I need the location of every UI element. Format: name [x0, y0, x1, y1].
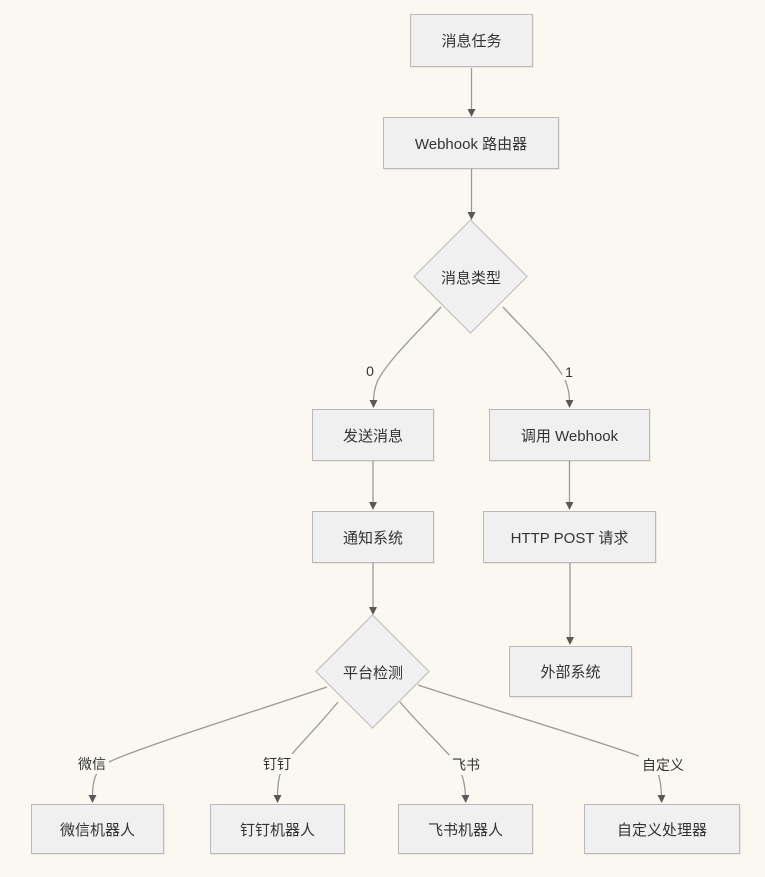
node-dingtalk-bot: 钉钉机器人 — [210, 804, 345, 854]
node-notify-system: 通知系统 — [312, 511, 434, 563]
node-send-msg: 发送消息 — [312, 409, 434, 461]
node-http-post-label: HTTP POST 请求 — [510, 529, 629, 547]
node-feishu-bot: 飞书机器人 — [398, 804, 533, 854]
node-platform-detect-label: 平台检测 — [342, 664, 403, 682]
node-call-webhook-label: 调用 Webhook — [520, 427, 619, 445]
node-wechat-bot-label: 微信机器人 — [59, 821, 135, 839]
node-external-system: 外部系统 — [509, 646, 632, 697]
edge-platform-detect-to-custom-handler — [417, 684, 666, 803]
node-http-post: HTTP POST 请求 — [483, 511, 656, 563]
edge-msg-type-to-send-msg — [369, 306, 442, 408]
node-webhook-router-label: Webhook 路由器 — [414, 135, 528, 153]
node-msg-task-label: 消息任务 — [441, 33, 502, 50]
node-msg-type: 消息类型 — [413, 219, 528, 334]
node-external-system-label: 外部系统 — [540, 664, 601, 681]
edge-platform-detect-to-wechat-bot — [88, 686, 328, 803]
node-notify-system-label: 通知系统 — [342, 529, 403, 547]
node-feishu-bot-label: 飞书机器人 — [427, 821, 503, 839]
edge-label-dingtalk: 钉钉 — [260, 754, 294, 774]
node-platform-detect: 平台检测 — [315, 614, 430, 729]
node-dingtalk-bot-label: 钉钉机器人 — [239, 821, 315, 839]
node-webhook-router: Webhook 路由器 — [383, 117, 559, 169]
node-custom-handler: 自定义处理器 — [584, 804, 740, 854]
edge-label-branch-1: 1 — [562, 364, 576, 380]
edge-label-feishu: 飞书 — [449, 755, 483, 775]
edge-label-wechat: 微信 — [75, 754, 109, 774]
node-msg-task: 消息任务 — [410, 14, 533, 67]
node-custom-handler-label: 自定义处理器 — [616, 821, 707, 839]
node-wechat-bot: 微信机器人 — [31, 804, 164, 854]
node-send-msg-label: 发送消息 — [342, 427, 403, 445]
edge-label-custom: 自定义 — [639, 755, 687, 775]
node-call-webhook: 调用 Webhook — [489, 409, 650, 461]
edge-label-branch-0: 0 — [363, 363, 377, 379]
node-msg-type-label: 消息类型 — [440, 269, 501, 287]
